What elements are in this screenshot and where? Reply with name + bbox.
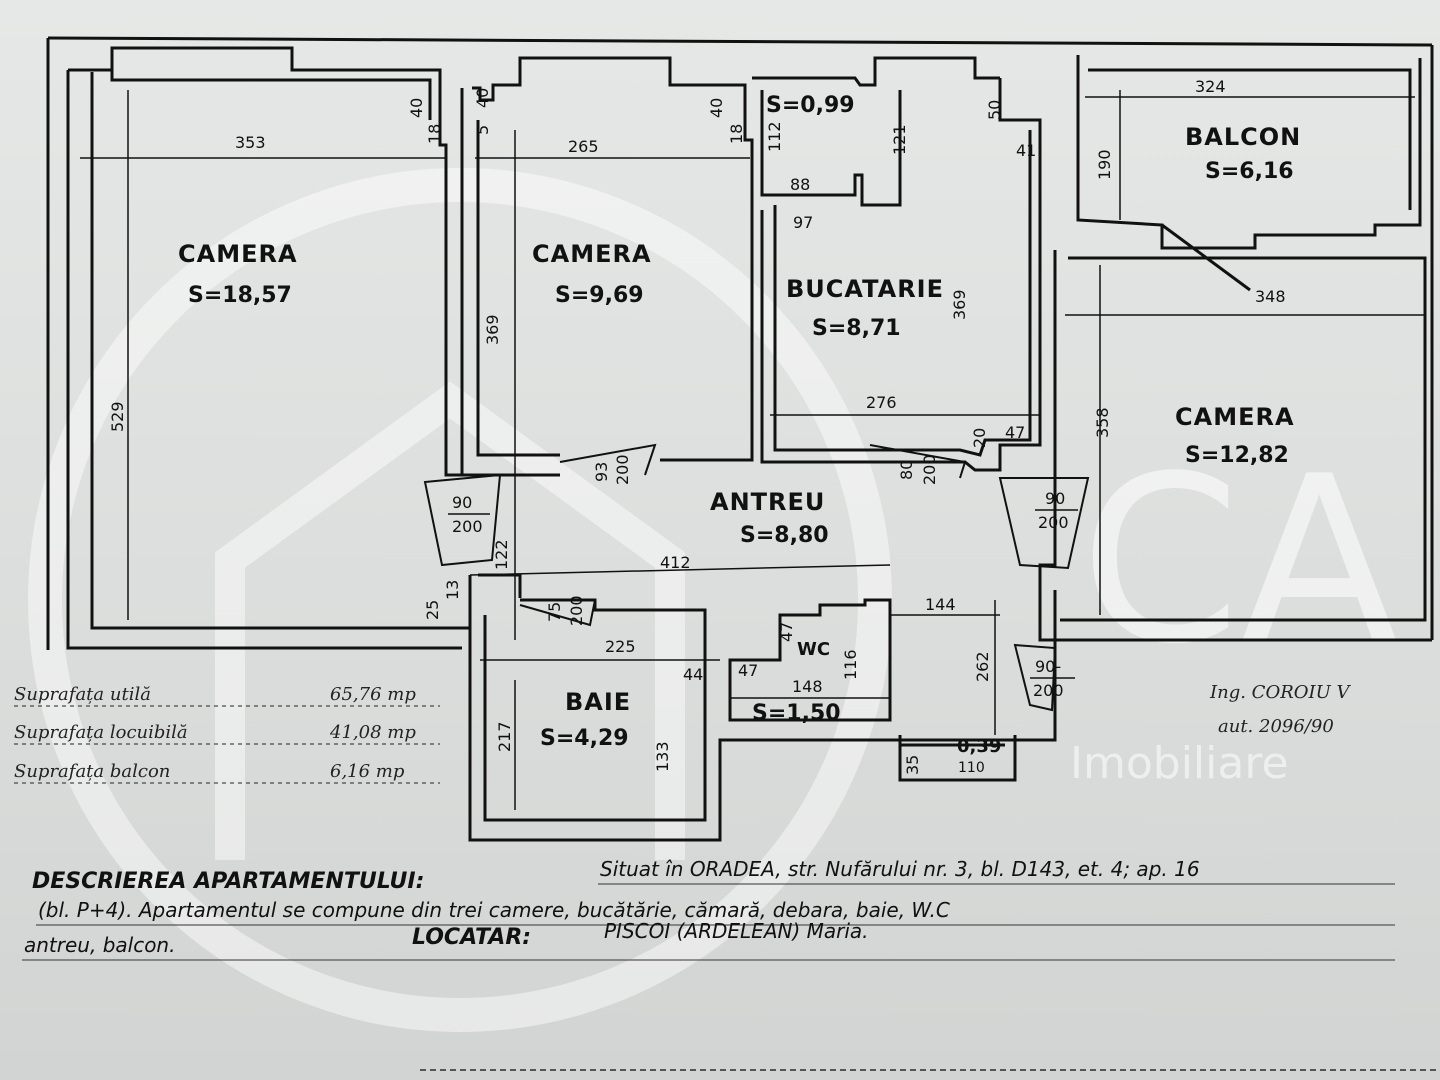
dim-529: 529 — [108, 401, 127, 432]
door-4-width: 93 — [592, 462, 611, 482]
dim-20: 20 — [970, 428, 989, 448]
description-heading: DESCRIEREA APARTAMENTULUI: — [32, 869, 424, 894]
dim-265: 265 — [568, 137, 599, 156]
description-line-1: Situat în ORADEA, str. Nufărului nr. 3, … — [600, 857, 1200, 881]
closet-area: 0,39 — [957, 736, 1001, 757]
room-name-camera-3: CAMERA — [1175, 403, 1295, 431]
dim-369-b: 369 — [950, 289, 969, 320]
dim-44: 44 — [683, 665, 703, 684]
dim-50: 50 — [985, 100, 1004, 120]
dim-97: 97 — [793, 213, 813, 232]
engineer-stamp: Ing. COROIU V aut. 2096/90 — [1209, 682, 1352, 737]
door-2-height: 200 — [1038, 513, 1069, 532]
engineer-authorization: aut. 2096/90 — [1218, 716, 1334, 737]
dim-122: 122 — [492, 539, 511, 570]
dim-116: 116 — [841, 649, 860, 680]
door-4-height: 200 — [613, 454, 632, 485]
door-3-width: 90- — [1035, 657, 1061, 676]
watermark-text: Imobiliare — [1070, 738, 1289, 789]
watermark-letters: CA — [1080, 428, 1398, 695]
room-area-antreu: S=8,80 — [740, 523, 829, 548]
room-area-wc: S=1,50 — [752, 701, 841, 726]
door-5-width: 80 — [897, 460, 916, 480]
summary-value-balcony: 6,16 mp — [330, 761, 405, 782]
dim-121: 121 — [890, 124, 909, 155]
room-area-camera-1: S=18,57 — [188, 283, 292, 308]
dim-112: 112 — [765, 121, 784, 152]
door-1-width: 90 — [452, 493, 472, 512]
dimension-lines — [80, 90, 1425, 810]
dim-18-a: 18 — [425, 124, 444, 144]
dim-35: 35 — [903, 755, 922, 775]
room-area-camera-2: S=9,69 — [555, 283, 644, 308]
dim-276: 276 — [866, 393, 897, 412]
dim-225: 225 — [605, 637, 636, 656]
pantry-area: S=0,99 — [766, 93, 855, 118]
dim-348: 348 — [1255, 287, 1286, 306]
area-summary: Suprafața utilă 65,76 mp Suprafața locui… — [14, 684, 440, 784]
dim-358: 358 — [1093, 407, 1112, 438]
dim-41: 41 — [1016, 141, 1036, 160]
room-name-bucatarie: BUCATARIE — [786, 275, 944, 303]
dim-13: 13 — [443, 580, 462, 600]
dim-40-b: 40 — [473, 88, 492, 108]
dim-133: 133 — [653, 741, 672, 772]
room-labels: CAMERA S=18,57 CAMERA S=9,69 BUCATARIE S… — [178, 93, 1301, 757]
dim-262: 262 — [973, 651, 992, 682]
dim-25: 25 — [423, 600, 442, 620]
dim-47-b: 47 — [777, 622, 796, 642]
dim-412: 412 — [660, 553, 691, 572]
room-area-baie: S=4,29 — [540, 726, 629, 751]
dim-190: 190 — [1095, 149, 1114, 180]
dimension-labels: 353 265 324 348 276 412 225 144 148 97 8… — [108, 77, 1286, 776]
dim-144: 144 — [925, 595, 956, 614]
dim-110: 110 — [958, 760, 985, 776]
dim-5: 5 — [473, 125, 492, 135]
dim-353: 353 — [235, 133, 266, 152]
summary-label-usable: Suprafața utilă — [14, 684, 151, 705]
dim-47-c: 47 — [738, 661, 758, 680]
dim-217: 217 — [495, 721, 514, 752]
description-line-3: antreu, balcon. — [24, 933, 175, 957]
room-area-balcon: S=6,16 — [1205, 159, 1294, 184]
summary-label-balcony: Suprafața balcon — [14, 761, 170, 782]
dim-148: 148 — [792, 677, 823, 696]
dim-47-a: 47 — [1005, 423, 1025, 442]
door-swings — [423, 443, 1090, 712]
summary-value-living: 41,08 mp — [329, 722, 416, 743]
apartment-description: DESCRIEREA APARTAMENTULUI: Situat în ORA… — [22, 857, 1440, 1071]
room-name-baie: BAIE — [565, 688, 631, 716]
dim-369-a: 369 — [483, 314, 502, 345]
walls — [66, 46, 1432, 842]
dim-324: 324 — [1195, 77, 1226, 96]
room-name-wc: WC — [797, 639, 830, 660]
summary-label-living: Suprafața locuibilă — [14, 722, 188, 743]
tenant-label: LOCATAR: — [412, 925, 531, 950]
dim-18-b: 18 — [727, 124, 746, 144]
dim-88: 88 — [790, 175, 810, 194]
outer-border — [46, 36, 1434, 650]
room-area-camera-3: S=12,82 — [1185, 443, 1289, 468]
dim-40-a: 40 — [407, 98, 426, 118]
engineer-name: Ing. COROIU V — [1209, 682, 1352, 703]
room-name-balcon: BALCON — [1185, 123, 1301, 151]
room-name-camera-1: CAMERA — [178, 240, 298, 268]
door-6-height: 200 — [567, 595, 586, 626]
dim-40-c: 40 — [707, 98, 726, 118]
door-1-height: 200 — [452, 517, 483, 536]
tenant-name: PISCOI (ARDELEAN) Maria. — [604, 919, 869, 943]
door-3-height: 200 — [1033, 681, 1064, 700]
door-2-width: 90 — [1045, 489, 1065, 508]
summary-value-usable: 65,76 mp — [330, 684, 416, 705]
description-line-2: (bl. P+4). Apartamentul se compune din t… — [38, 898, 950, 922]
room-name-antreu: ANTREU — [710, 488, 825, 516]
room-name-camera-2: CAMERA — [532, 240, 652, 268]
door-5-height: 200 — [920, 454, 939, 485]
door-6-width: 75 — [545, 602, 564, 622]
room-area-bucatarie: S=8,71 — [812, 316, 901, 341]
door-labels: 90 200 90 200 90- 200 93 200 80 200 75 2… — [448, 454, 1078, 700]
